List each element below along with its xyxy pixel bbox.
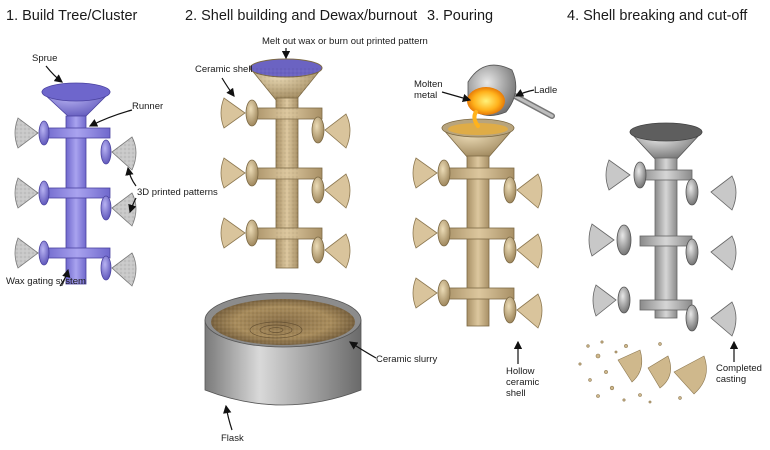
label-molten-2: metal	[414, 90, 437, 101]
label-ceramic-slurry: Ceramic slurry	[376, 354, 437, 365]
label-completed-2: casting	[716, 374, 746, 385]
label-wax-gating-system: Wax gating system	[6, 276, 86, 287]
label-ceramic-shell: Ceramic shell	[195, 64, 253, 75]
ceramic-shell-tree	[220, 58, 351, 269]
label-molten-1: Molten	[414, 79, 443, 90]
label-sprue: Sprue	[32, 53, 57, 64]
label-3d-printed-patterns-1: 3D printed patterns	[137, 187, 218, 198]
label-hollow-2: ceramic	[506, 377, 540, 388]
pouring-shell	[412, 118, 543, 329]
metal-casting	[588, 122, 737, 337]
label-hollow-3: shell	[506, 388, 526, 399]
label-hollow-1: Hollow	[506, 366, 535, 377]
step-1-title: 1. Build Tree/Cluster	[6, 8, 138, 24]
label-melt-out: Melt out wax or burn out printed pattern	[262, 36, 428, 47]
step-4-title: 4. Shell breaking and cut-off	[567, 8, 748, 24]
label-runner: Runner	[132, 101, 163, 112]
step-2-title: 2. Shell building and Dewax/burnout	[185, 8, 417, 24]
flask	[204, 292, 362, 406]
label-flask: Flask	[221, 433, 244, 444]
ceramic-debris	[578, 340, 707, 404]
label-ladle: Ladle	[534, 85, 557, 96]
ladle	[467, 64, 555, 128]
step-3-title: 3. Pouring	[427, 8, 493, 24]
label-completed-1: Completed	[716, 363, 762, 374]
wax-tree	[14, 82, 137, 287]
